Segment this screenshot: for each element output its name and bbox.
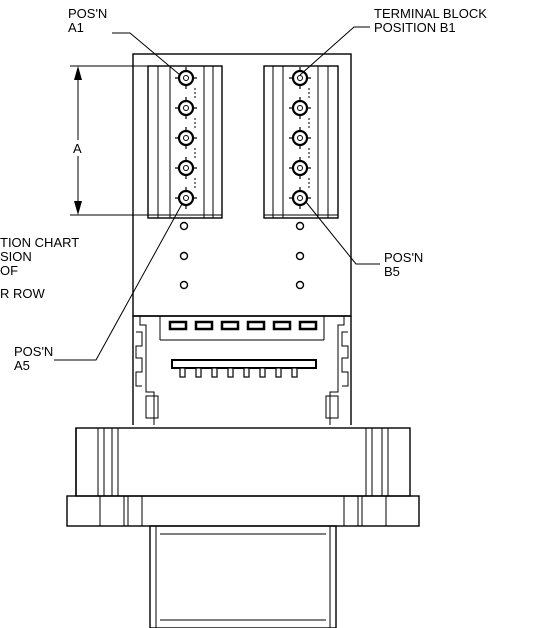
annotation-labels: POS'N A1 TERMINAL BLOCK POSITION B1 A TI… <box>0 6 487 373</box>
latch-section <box>132 316 352 425</box>
b-pin-1 <box>289 67 311 98</box>
latch-tooth-4 <box>246 320 266 331</box>
a-pin-3 <box>175 127 197 158</box>
terminal-block-label-line1: TERMINAL BLOCK <box>374 6 487 21</box>
terminal-pins-row-a <box>175 67 197 209</box>
a-pin-1 <box>175 67 197 98</box>
a-empty-hole-3 <box>179 280 189 290</box>
bottom-body <box>149 525 337 628</box>
lower-flange <box>66 427 420 527</box>
upper-housing <box>132 53 352 317</box>
comb-tooth-5 <box>243 367 250 378</box>
latch-tooth-2 <box>194 320 214 331</box>
contact-comb <box>171 359 317 378</box>
leader-lines <box>54 26 380 361</box>
latch-tooth-1 <box>168 320 188 331</box>
comb-tooth-3 <box>211 367 218 378</box>
a-empty-hole-1 <box>179 221 189 231</box>
comb-tooth-8 <box>291 367 298 378</box>
b-empty-hole-3 <box>295 280 305 290</box>
comb-tooth-1 <box>179 367 186 378</box>
terminal-block-b <box>263 65 339 219</box>
chart-note-line3: OF <box>0 263 18 278</box>
b-empty-hole-2 <box>295 251 305 261</box>
terminal-block-label-line2: POSITION B1 <box>374 20 456 35</box>
b-pin-4 <box>289 157 311 188</box>
comb-bar <box>171 359 317 369</box>
a-empty-hole-2 <box>179 251 189 261</box>
chart-note-line1: TION CHART <box>0 235 79 250</box>
terminal-block-a <box>147 65 223 219</box>
comb-tooth-2 <box>195 367 202 378</box>
b-pin-2 <box>289 97 311 128</box>
pos-a5-label-line1: POS'N <box>14 344 53 359</box>
dimension-a <box>70 65 180 216</box>
pos-b5-label-line1: POS'N <box>384 250 423 265</box>
pos-a1-label-line1: POS'N <box>68 6 107 21</box>
b-empty-hole-1 <box>295 221 305 231</box>
pos-a1-label-line2: A1 <box>68 20 84 35</box>
empty-positions-row-a <box>179 221 189 290</box>
chart-note-line2: SION <box>0 249 32 264</box>
b-pin-3 <box>289 127 311 158</box>
latch-tooth-3 <box>220 320 240 331</box>
chart-note-line4: R ROW <box>0 286 46 301</box>
a-pin-5 <box>175 187 197 209</box>
comb-tooth-6 <box>259 367 266 378</box>
terminal-pins-row-b <box>289 67 311 209</box>
pos-a5-label-line2: A5 <box>14 358 30 373</box>
dimension-a-label: A <box>73 141 82 156</box>
pos-b5-label-line2: B5 <box>384 264 400 279</box>
a-pin-2 <box>175 97 197 128</box>
b-pin-5 <box>289 187 311 209</box>
comb-tooth-7 <box>275 367 282 378</box>
latch-tooth-5 <box>272 320 292 331</box>
latch-tooth-6 <box>298 320 318 331</box>
empty-positions-row-b <box>295 221 305 290</box>
a-pin-4 <box>175 157 197 188</box>
latch-teeth <box>168 320 318 331</box>
comb-tooth-4 <box>227 367 234 378</box>
